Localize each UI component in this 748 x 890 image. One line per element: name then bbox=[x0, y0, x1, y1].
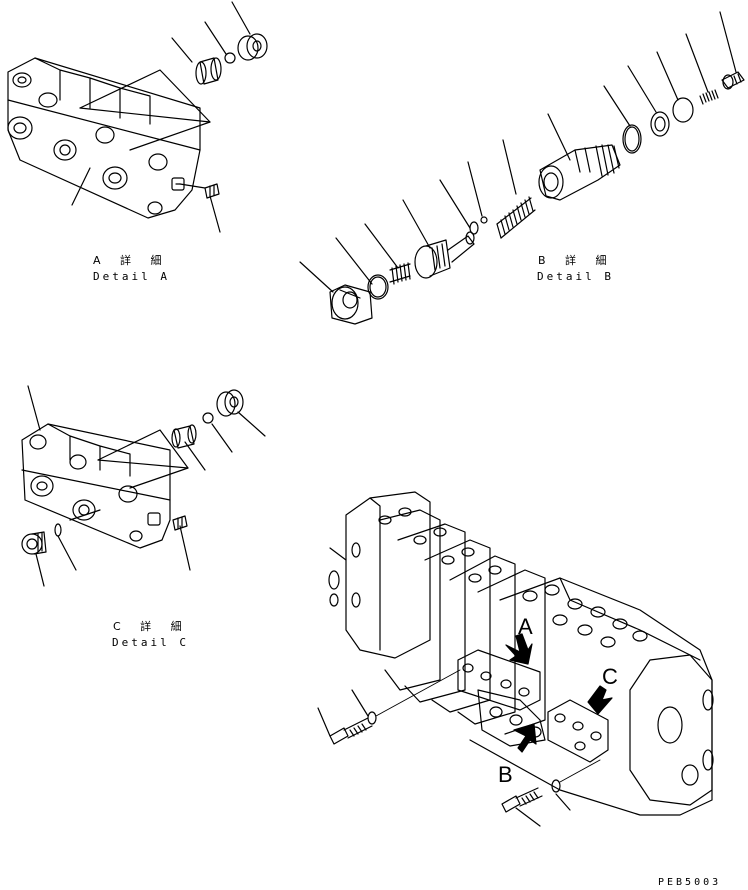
detail-b-assembly bbox=[300, 12, 744, 324]
detail-a-assembly bbox=[8, 2, 267, 232]
detail-b-title-jp: B 詳 細 bbox=[538, 254, 615, 267]
callout-c: C bbox=[602, 664, 618, 689]
main-control-valve bbox=[318, 492, 713, 826]
callout-a: A bbox=[518, 614, 533, 639]
detail-a-title-en: Detail A bbox=[93, 270, 170, 283]
detail-c-title-en: Detail C bbox=[112, 636, 189, 649]
detail-c-title-jp: C 詳 細 bbox=[113, 620, 190, 633]
detail-a-title-jp: A 詳 細 bbox=[93, 254, 170, 267]
detail-b-title-en: Detail B bbox=[537, 270, 614, 283]
detail-c-assembly bbox=[22, 386, 265, 586]
callout-b: B bbox=[498, 762, 513, 787]
drawing-code: PEB5003 bbox=[658, 877, 722, 888]
